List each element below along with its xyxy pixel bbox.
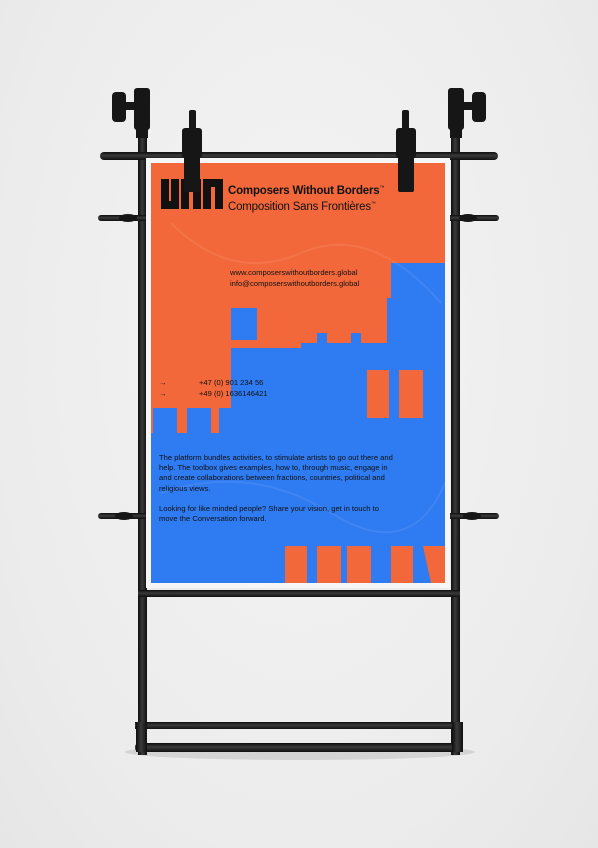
arrow-right-icon: → [159,388,167,398]
phone-row: → +47 (0) 901 234 56 [159,378,268,389]
website-link: www.composerswithoutborders.global [230,268,358,277]
email-link: info@composerswithoutborders.global [230,278,360,288]
trademark-symbol: ™ [370,201,376,207]
phone-number: +49 (0) 1636146421 [199,388,268,398]
trademark-symbol: ™ [379,185,385,191]
poster: Composers Without Borders™ Composition S… [151,163,445,583]
phone-number: +47 (0) 901 234 56 [199,378,264,387]
clamp-right-outer [448,88,486,138]
body-paragraph: The platform bundles activities, to stim… [159,453,393,493]
web-contact: www.composerswithoutborders.global info@… [230,268,359,289]
arrow-right-icon: → [159,378,167,387]
clamp-left-outer [112,88,150,138]
clamp-right-inner [396,110,416,192]
clamp-left-inner [182,110,202,192]
poster-graphic-shapes [151,222,445,583]
brand-name-english: Composers Without Borders [228,185,380,197]
brand-name: Composers Without Borders™ Composition S… [228,182,384,214]
body-copy: The platform bundles activities, to stim… [159,453,399,534]
phone-row: → +49 (0) 1636146421 [159,389,268,400]
phone-list: → +47 (0) 901 234 56 → +49 (0) 163614642… [159,378,268,399]
body-paragraph: Looking for like minded people? Share yo… [159,503,379,524]
brand-name-french: Composition Sans Frontières [228,201,371,213]
